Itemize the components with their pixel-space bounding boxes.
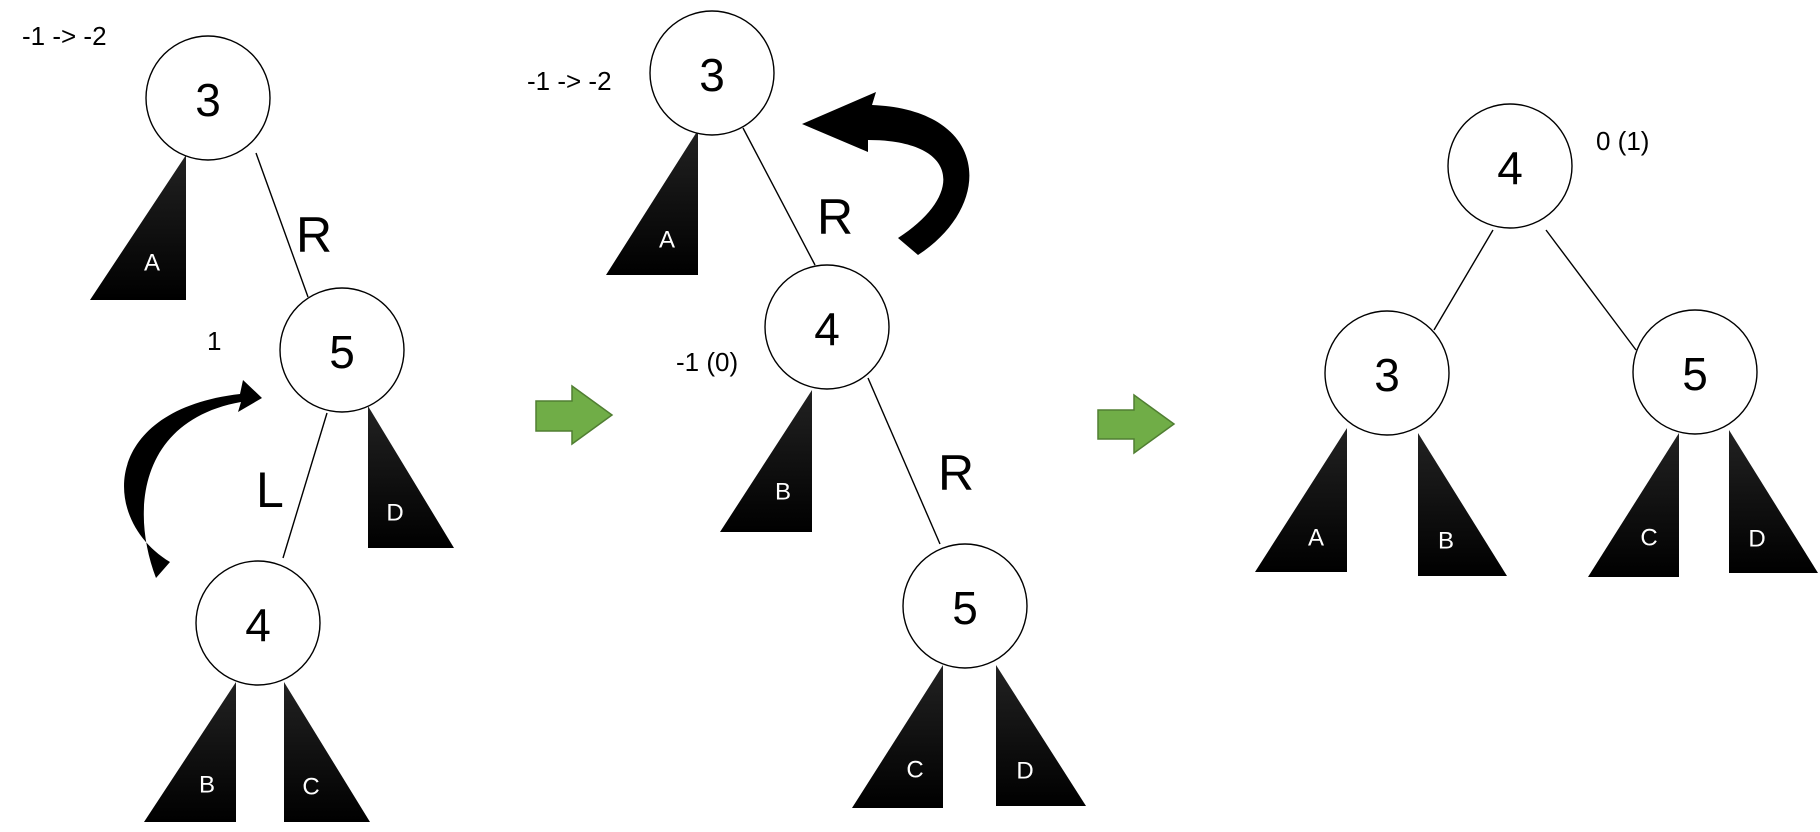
direction-label-r-upper: R [817, 189, 853, 245]
node-key-5: 5 [952, 582, 978, 634]
subtree-label-b: B [199, 772, 215, 799]
balance-factor-4: 0 (1) [1596, 126, 1649, 156]
subtree-label-b: B [1438, 528, 1454, 555]
transition-arrow-icon [1097, 393, 1176, 455]
subtree-b-triangle [1418, 433, 1507, 576]
subtree-a-triangle [90, 155, 186, 300]
node-key-3: 3 [195, 74, 221, 126]
subtree-b-triangle [144, 682, 236, 822]
node-key-4: 4 [814, 303, 840, 355]
node-circle-4 [764, 264, 890, 390]
subtree-label-d: D [1748, 526, 1765, 553]
edge-4-to-3 [1433, 229, 1494, 331]
edge-5-to-4 [282, 412, 328, 559]
edge-3-to-4 [742, 127, 816, 266]
subtree-a-triangle [1255, 428, 1347, 572]
node-circle-4 [195, 560, 321, 686]
subtree-label-b: B [775, 479, 791, 506]
subtree-label-d: D [386, 500, 403, 527]
subtree-label-c: C [302, 774, 319, 801]
subtree-label-a: A [659, 227, 675, 254]
subtree-label-c: C [1640, 525, 1657, 552]
subtree-c-triangle [1588, 433, 1679, 577]
node-circle-5 [279, 287, 405, 413]
node-circle-3 [1324, 310, 1450, 436]
node-key-5: 5 [1682, 348, 1708, 400]
rotation-arrow-icon [124, 380, 262, 578]
panel-1-initial-tree: A B C D 3 5 4 -1 -> -2 1 R L [22, 21, 454, 822]
subtree-d-triangle [996, 665, 1086, 806]
node-circle-5 [1632, 309, 1758, 435]
subtree-c-triangle [284, 682, 370, 822]
subtree-b-triangle [720, 390, 812, 532]
subtree-d-triangle [368, 406, 454, 548]
balance-factor-5: 1 [207, 326, 221, 356]
subtree-a-triangle [606, 130, 698, 275]
subtree-label-c: C [906, 757, 923, 784]
direction-label-r-lower: R [938, 445, 974, 501]
node-key-5: 5 [329, 326, 355, 378]
subtree-label-d: D [1016, 758, 1033, 785]
edge-4-to-5 [1545, 229, 1637, 351]
rotation-arrow-icon [802, 92, 970, 255]
edge-3-to-5 [255, 152, 309, 298]
node-key-3: 3 [1374, 349, 1400, 401]
balance-factor-4: -1 (0) [676, 347, 738, 377]
node-key-4: 4 [245, 599, 271, 651]
node-circle-3 [649, 10, 775, 136]
node-key-4: 4 [1497, 142, 1523, 194]
panel-3-balanced-tree: A B C D 4 3 5 0 (1) [1255, 103, 1818, 577]
panel-2-intermediate-tree: A B C D 3 4 5 -1 -> -2 -1 (0) R R [527, 10, 1086, 808]
direction-label-r: R [296, 207, 332, 263]
balance-factor-3: -1 -> -2 [527, 66, 612, 96]
subtree-c-triangle [852, 665, 943, 808]
subtree-d-triangle [1729, 430, 1818, 573]
node-circle-3 [145, 35, 271, 161]
edge-4-to-5 [867, 377, 941, 545]
node-circle-4 [1447, 103, 1573, 229]
subtree-label-a: A [1308, 525, 1324, 552]
subtree-label-a: A [144, 250, 160, 277]
node-circle-5 [902, 543, 1028, 669]
transition-arrow-icon [535, 384, 614, 446]
direction-label-l: L [256, 462, 284, 518]
balance-factor-3: -1 -> -2 [22, 21, 107, 51]
node-key-3: 3 [699, 49, 725, 101]
